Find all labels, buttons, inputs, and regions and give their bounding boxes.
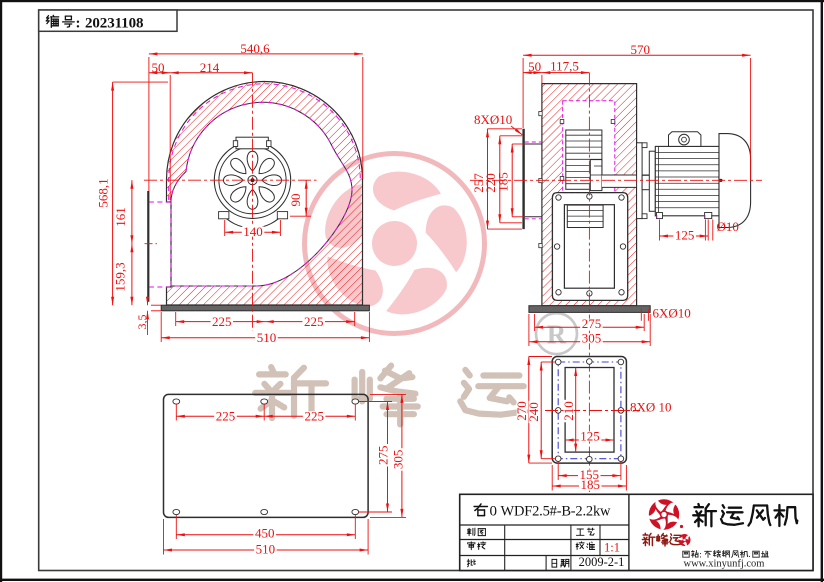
svg-text:214: 214	[200, 60, 220, 75]
svg-text:.: .	[748, 549, 750, 559]
svg-text:www.xinyunfj.com: www.xinyunfj.com	[684, 559, 765, 570]
svg-text:510: 510	[257, 330, 277, 345]
svg-text:159,3: 159,3	[113, 262, 128, 291]
svg-text:90: 90	[288, 194, 303, 207]
svg-text:568,1: 568,1	[95, 178, 110, 207]
svg-text:125: 125	[675, 227, 695, 242]
svg-text:185: 185	[581, 477, 601, 492]
svg-text:225: 225	[216, 409, 236, 424]
svg-text:125: 125	[580, 429, 600, 444]
svg-text:161: 161	[113, 207, 128, 227]
svg-text:257: 257	[471, 173, 486, 193]
svg-text:0: 0	[490, 504, 498, 520]
svg-text:305: 305	[582, 331, 602, 346]
svg-text:1:1: 1:1	[604, 541, 620, 555]
svg-text:225: 225	[304, 314, 324, 329]
svg-text:117,5: 117,5	[550, 58, 579, 73]
svg-text::: :	[76, 16, 81, 32]
svg-text:8XØ 10: 8XØ 10	[630, 400, 672, 415]
svg-text:155: 155	[580, 467, 600, 482]
svg-text::: :	[699, 550, 702, 560]
svg-text:305: 305	[391, 450, 406, 470]
svg-text:240: 240	[526, 402, 541, 422]
svg-text:R: R	[547, 320, 567, 350]
svg-text:270: 270	[514, 401, 529, 421]
svg-text:510: 510	[256, 541, 276, 556]
svg-text:570: 570	[631, 42, 651, 57]
svg-text:225: 225	[304, 409, 324, 424]
svg-text:20231108: 20231108	[85, 15, 143, 31]
svg-text:275: 275	[375, 446, 390, 466]
svg-text:8XØ10: 8XØ10	[474, 112, 512, 127]
svg-text:2009-2-1: 2009-2-1	[579, 555, 625, 569]
svg-text:450: 450	[255, 525, 275, 540]
svg-text:50: 50	[528, 59, 541, 74]
svg-text:225: 225	[212, 314, 232, 329]
svg-text:540,6: 540,6	[240, 41, 270, 56]
svg-text:275: 275	[582, 316, 602, 331]
svg-text:6XØ10: 6XØ10	[653, 306, 691, 321]
svg-text:185: 185	[496, 172, 511, 192]
svg-text:210: 210	[561, 401, 576, 421]
svg-text:50: 50	[152, 60, 165, 75]
svg-text:220: 220	[483, 173, 498, 193]
svg-text:Ø10: Ø10	[717, 219, 739, 234]
svg-text:WDF2.5#-B-2.2kw: WDF2.5#-B-2.2kw	[501, 504, 612, 520]
svg-text:3,5: 3,5	[135, 315, 149, 330]
svg-text:140: 140	[243, 224, 263, 239]
